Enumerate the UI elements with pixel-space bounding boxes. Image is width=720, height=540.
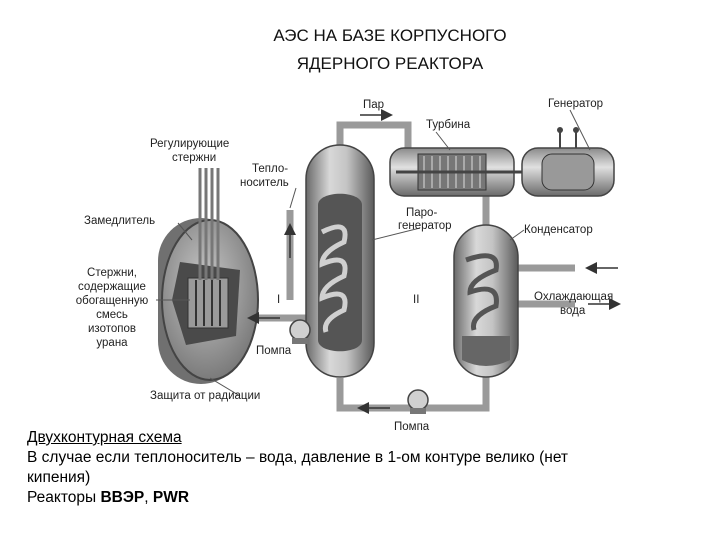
steam-generator-vessel bbox=[305, 144, 375, 378]
flow-arrows bbox=[247, 109, 621, 414]
caption-line-1: В случае если теплоноситель – вода, давл… bbox=[27, 449, 569, 466]
generator bbox=[521, 127, 615, 197]
label-fuel-rods-6: урана bbox=[96, 337, 128, 349]
label-fuel-rods-1: Стержни, bbox=[87, 267, 137, 279]
label-loop-2: II bbox=[413, 294, 419, 306]
label-coolant-2: носитель bbox=[240, 177, 289, 189]
label-moderator: Замедлитель bbox=[84, 215, 155, 227]
pump-1 bbox=[289, 319, 311, 344]
label-condenser: Конденсатор bbox=[524, 224, 593, 236]
reactors-separator: , bbox=[144, 489, 153, 506]
label-steam-gen-2: генератор bbox=[398, 220, 452, 232]
reactor-vver: ВВЭР bbox=[100, 489, 145, 506]
label-generator: Генератор bbox=[548, 98, 603, 110]
turbine bbox=[389, 147, 536, 197]
label-fuel-rods-3: обогащенную bbox=[76, 295, 149, 307]
label-shielding: Защита от радиации bbox=[150, 390, 260, 402]
caption: Двухконтурная схема В случае если теплон… bbox=[27, 428, 697, 508]
condenser bbox=[453, 224, 519, 378]
label-control-rods-2: стержни bbox=[172, 152, 216, 164]
title-line-1: АЭС НА БАЗЕ КОРПУСНОГО bbox=[273, 26, 507, 45]
reactor-pwr: PWR bbox=[152, 489, 190, 506]
label-steam-gen-1: Паро- bbox=[406, 207, 437, 219]
label-steam: Пар bbox=[363, 99, 384, 111]
label-pump-2: Помпа bbox=[394, 421, 430, 430]
label-coolant-1: Тепло- bbox=[252, 163, 288, 175]
label-cooling-water-2: вода bbox=[560, 305, 586, 317]
control-rods bbox=[198, 168, 220, 280]
label-pump-1: Помпа bbox=[256, 345, 292, 357]
npp-diagram: Пар Турбина Генератор Регулирующие стерж… bbox=[76, 98, 621, 430]
pump-2 bbox=[407, 389, 429, 414]
label-loop-1: I bbox=[277, 294, 280, 306]
label-fuel-rods-4: смесь bbox=[96, 309, 128, 321]
title-line-2: ЯДЕРНОГО РЕАКТОРА bbox=[296, 54, 484, 73]
reactor-vessel bbox=[158, 218, 259, 384]
caption-heading: Двухконтурная схема bbox=[27, 429, 182, 446]
label-fuel-rods-5: изотопов bbox=[88, 323, 136, 335]
label-turbine: Турбина bbox=[426, 119, 471, 131]
label-cooling-water-1: Охлаждающая bbox=[534, 291, 613, 303]
caption-line-2: кипения) bbox=[27, 469, 91, 486]
page-title: АЭС НА БАЗЕ КОРПУСНОГО ЯДЕРНОГО РЕАКТОРА bbox=[200, 22, 580, 78]
leader-lines bbox=[156, 109, 591, 397]
reactors-prefix: Реакторы bbox=[27, 489, 101, 506]
caption-reactors: Реакторы ВВЭР, PWR bbox=[27, 488, 697, 508]
label-fuel-rods-2: содержащие bbox=[78, 281, 146, 293]
label-control-rods-1: Регулирующие bbox=[150, 138, 229, 150]
